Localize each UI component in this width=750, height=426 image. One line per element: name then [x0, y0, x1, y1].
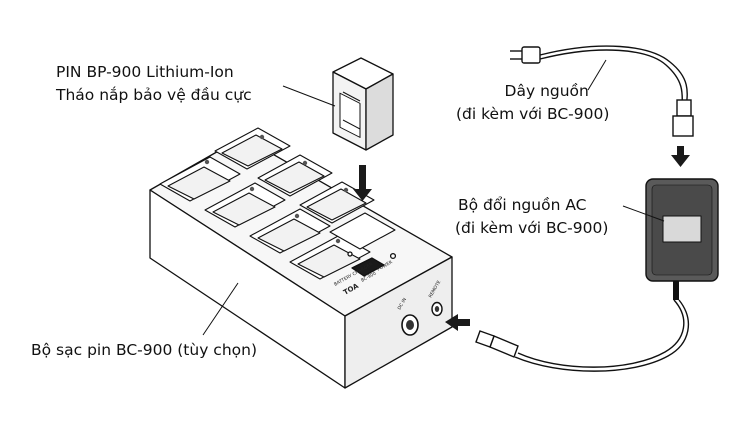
battery-illustration [332, 57, 394, 151]
slot-indicators [204, 134, 349, 244]
ac-adapter-illustration [645, 178, 719, 300]
adapter-leader [622, 205, 665, 222]
ac-adapter-label-line1: Bộ đổi nguồn AC [458, 196, 587, 214]
dc-cable-illustration [475, 299, 689, 372]
power-cord-illustration [510, 45, 694, 137]
battery-label-line2: Tháo nắp bảo vệ đầu cực [56, 86, 252, 104]
power-led [389, 252, 397, 260]
battery-leader [282, 85, 336, 107]
battery-label: PIN BP-900 Lithium-Ion Tháo nắp bảo vệ đ… [56, 61, 252, 107]
charger-side-face [344, 256, 453, 389]
power-switch [351, 257, 385, 277]
leader-lines [202, 59, 665, 336]
cord-leader [587, 59, 607, 91]
dc-plug-insert-arrow [445, 314, 470, 331]
ac-adapter-label: Bộ đổi nguồn AC (đi kèm với BC-900) [455, 194, 608, 240]
charging-slots [159, 127, 396, 280]
device-dcin-label: DC IN [397, 297, 409, 311]
battery-insert-arrow [353, 165, 372, 201]
battery-label-line1: PIN BP-900 Lithium-Ion [56, 63, 234, 81]
charger-illustration [149, 127, 453, 389]
charger-label: Bộ sạc pin BC-900 (tùy chọn) [31, 341, 257, 359]
power-cord-label-line1: Dây nguồn [504, 82, 589, 100]
charger-leader [202, 282, 239, 336]
power-cord-label: Dây nguồn (đi kèm với BC-900) [456, 80, 609, 126]
ac-adapter-label-line2: (đi kèm với BC-900) [455, 219, 609, 237]
adapter-input-arrow [671, 146, 690, 167]
ac-adapter-label-plate [662, 215, 702, 243]
power-cord-label-line2: (đi kèm với BC-900) [456, 105, 610, 123]
